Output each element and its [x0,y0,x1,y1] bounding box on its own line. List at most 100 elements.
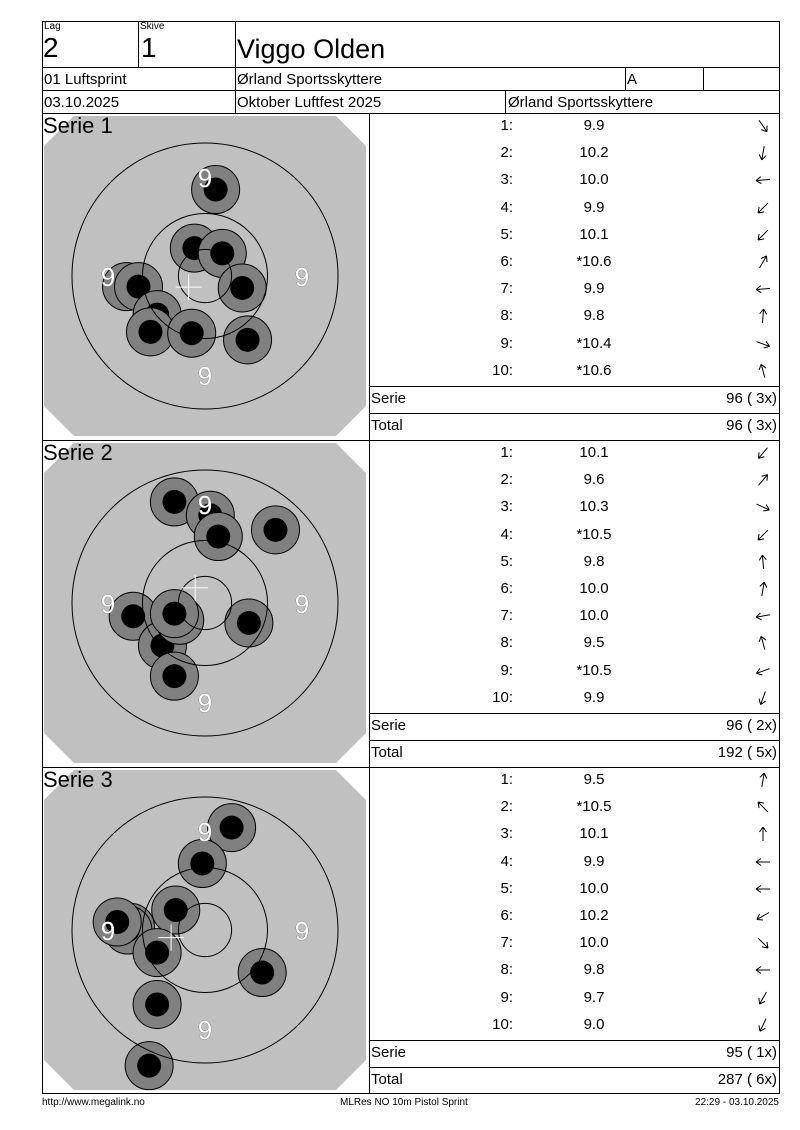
shot-mark [250,505,300,555]
divider [369,740,779,741]
footer-url: http://www.megalink.no [42,1097,145,1108]
target-ring [71,142,339,410]
divider [369,413,779,414]
target-ring [71,469,339,737]
shot-number: 3: [500,171,513,189]
shot-score: 10.0 [579,171,609,189]
shot-mark [132,928,182,978]
divider [42,67,780,68]
target-background [44,770,366,1090]
direction-arrow-icon [758,691,766,705]
lag-value: 2 [43,32,59,63]
shot-mark [125,307,175,357]
lag-label: Lag [44,21,61,32]
shot-score: 10.1 [579,225,609,243]
target-ring [71,796,339,1064]
ring-label: 9 [198,361,212,391]
shot-number: 5: [500,552,513,570]
direction-arrow-icon [758,119,768,133]
shot-score: 9.6 [583,471,605,489]
shot-number: 7: [500,280,513,298]
shot-number: 7: [500,607,513,625]
direction-arrow-icon [755,857,770,866]
serie-value: 95 ( 1x) [726,1044,777,1061]
ring-label: 9 [198,817,212,847]
serie-title: Serie 3 [43,767,113,792]
shot-row: 3:10.3 [369,494,779,521]
shot-row: 10:9.9 [369,685,779,712]
shot-score: 9.5 [583,771,605,788]
shot-row: 10:*10.6 [369,358,779,385]
divider [703,67,704,90]
direction-arrow-icon [759,827,767,842]
shot-score: 10.0 [579,934,609,952]
direction-arrow-icon [758,636,767,651]
shot-number: 9: [500,661,513,679]
shot-score: 9.5 [583,634,605,652]
shot-score: *10.5 [576,661,612,679]
shot-row: 3: 10.0 [369,167,779,194]
shot-score: 9.7 [583,988,605,1006]
direction-arrow-icon [755,612,770,621]
shot-score: 9.8 [583,961,605,979]
group-center-cross-icon [182,574,209,601]
divider [42,90,780,91]
shot-row: 6:10.0 [369,576,779,603]
shot-row: 1:9.5 [369,767,779,794]
divider [42,767,780,768]
shot-row: 4: 9.9 [369,195,779,222]
club-name: Ørland Sportsskyttere [237,71,383,88]
group-center-cross-icon [175,274,202,301]
shot-row: 5:10.0 [369,876,779,903]
divider [235,21,236,113]
shot-mark [193,512,243,561]
divider [369,713,779,714]
direction-arrow-icon [759,772,768,787]
skive-value: 1 [141,32,157,63]
shot-score: 10.2 [579,907,609,924]
total-value: 96 ( 3x) [726,417,777,434]
shot-score: 9.9 [583,688,605,706]
shot-mark [237,948,287,998]
shot-row: 10:9.0 [369,1012,779,1039]
shot-number: 5: [500,225,513,243]
shot-score: *10.6 [576,253,612,270]
shot-mark [224,598,274,648]
shot-row: 6:*10.6 [369,249,779,276]
direction-arrow-icon [758,991,767,1005]
shot-number: 4: [500,525,513,543]
direction-arrow-icon [757,801,769,813]
shot-row: 8:9.8 [369,303,779,330]
shot-row: 8: 9.5 [369,630,779,657]
shot-row: 6:10.2 [369,903,779,930]
shot-number: 6: [500,580,513,597]
footer-timestamp: 22:29 - 03.10.2025 [695,1097,779,1108]
shot-number: 2: [500,144,513,162]
shot-mark [92,897,142,947]
shot-number: 3: [500,825,513,843]
shot-score: 9.9 [583,198,605,216]
shot-number: 8: [500,634,513,652]
skive-label: Skive [140,21,165,32]
footer-program: MLRes NO 10m Pistol Sprint [340,1097,468,1108]
shot-mark [191,165,241,215]
serie-label: Serie [371,390,407,407]
ring-label: 9 [198,1015,212,1045]
ring-label: 9 [101,589,115,619]
shot-score: *10.4 [576,334,612,352]
serie-label: Serie [371,1044,407,1061]
direction-arrow-icon [757,229,769,241]
divider [42,113,780,114]
shot-number: 5: [500,879,513,897]
ring-label: 9 [295,589,309,619]
shot-number: 1: [500,117,513,134]
shot-number: 4: [500,198,513,216]
shooter-name: Viggo Olden [237,34,386,64]
target-ring [177,248,233,304]
